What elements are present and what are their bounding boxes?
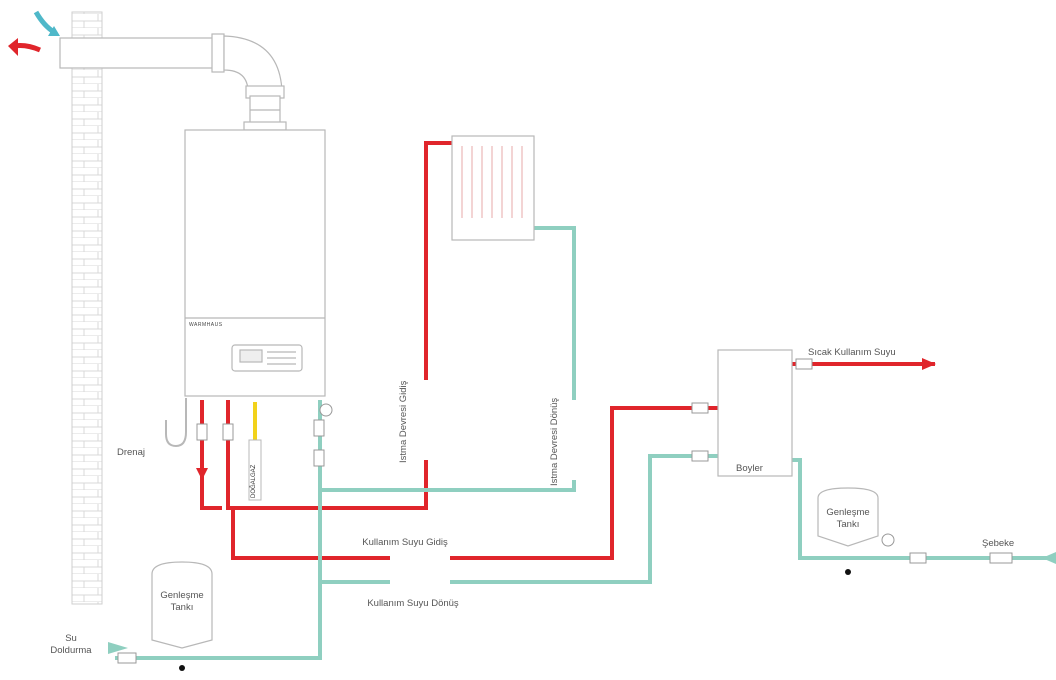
valve-dot-icon	[179, 665, 185, 671]
hot-water-pipes	[200, 141, 935, 560]
boyler-label: Boyler	[736, 463, 763, 474]
drenaj-label: Drenaj	[117, 447, 145, 458]
flow-arrow-icon	[1042, 552, 1056, 564]
kullanim-gidis-label: Kullanım Suyu Gidiş	[362, 537, 448, 548]
su-doldurma-line2: Doldurma	[50, 645, 92, 656]
fill-arrow-icon	[108, 642, 128, 654]
return-water-pipes	[115, 226, 1056, 660]
flue-pipe	[59, 33, 287, 131]
expansion-tank-right	[817, 487, 879, 547]
genlesme-right-line1: Genleşme	[826, 507, 870, 518]
radiator	[451, 135, 535, 241]
drain-pipe	[165, 398, 187, 448]
genlesme-left-line2: Tankı	[170, 602, 194, 613]
valve-dot-icon	[845, 569, 851, 575]
air-inlet-arrow-icon	[33, 10, 60, 36]
genlesme-right-line2: Tankı	[836, 519, 860, 530]
exhaust-outlet-arrow-icon	[8, 38, 41, 56]
flow-arrow-icon	[196, 468, 208, 480]
su-doldurma-line1: Su	[65, 633, 77, 644]
genlesme-left-line1: Genleşme	[160, 590, 204, 601]
istma-gidis-label: Istma Devresi Gidiş	[398, 380, 409, 463]
combi-boiler	[184, 129, 326, 397]
expansion-tank-left	[151, 561, 213, 649]
gas-label: DOĞALGAZ	[251, 464, 257, 498]
gas-pipe	[248, 402, 262, 501]
boyler-tank	[717, 349, 793, 477]
flow-arrow-icon	[922, 358, 936, 370]
brick-wall	[71, 11, 103, 605]
boiler-brand: WARMHAUS	[189, 322, 223, 328]
sicak-kullanim-label: Sıcak Kullanım Suyu	[808, 347, 896, 358]
kullanim-donus-label: Kullanım Suyu Dönüş	[367, 598, 459, 609]
sebeke-label: Şebeke	[982, 538, 1015, 549]
pipe-fittings	[117, 358, 1013, 664]
istma-donus-label: Istma Devresi Dönüş	[549, 397, 560, 486]
